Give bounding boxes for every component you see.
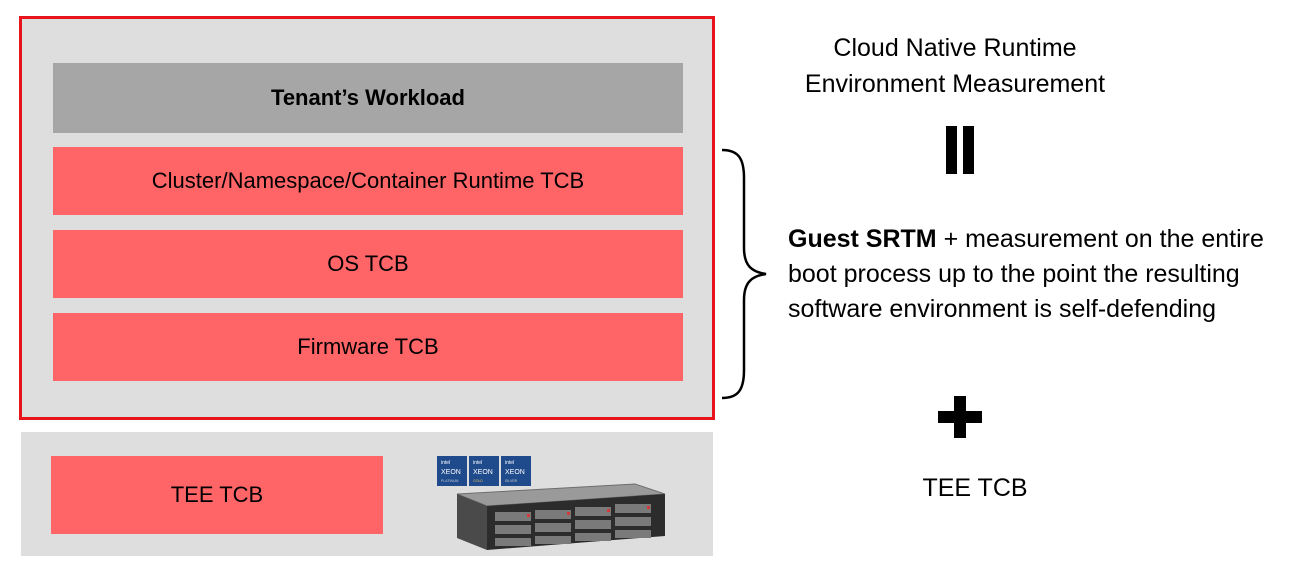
guest-srtm-description: Guest SRTM + measurement on the entire b… — [788, 222, 1288, 327]
svg-text:XEON: XEON — [473, 469, 493, 476]
xeon-badge-gold: intel XEON GOLD — [469, 456, 499, 486]
svg-text:intel: intel — [505, 460, 514, 466]
title-line-2: Environment Measurement — [804, 70, 1106, 98]
svg-text:intel: intel — [473, 460, 482, 466]
svg-text:PLATINUM: PLATINUM — [441, 479, 459, 483]
cluster-runtime-tcb-layer: Cluster/Namespace/Container Runtime TCB — [53, 147, 683, 215]
svg-text:XEON: XEON — [441, 469, 461, 476]
svg-text:GOLD: GOLD — [473, 479, 483, 483]
measurement-title: Cloud Native Runtime Environment Measure… — [770, 30, 1140, 102]
xeon-badge-platinum: intel XEON PLATINUM — [437, 456, 467, 486]
svg-text:intel: intel — [441, 460, 450, 466]
xeon-badge-silver: intel XEON SILVER — [501, 456, 531, 486]
title-line-1: Cloud Native Runtime — [833, 34, 1077, 62]
tenant-stack-frame: Tenant’s Workload Cluster/Namespace/Cont… — [19, 16, 715, 420]
svg-text:SILVER: SILVER — [505, 479, 518, 483]
tee-tcb-box: TEE TCB — [51, 456, 383, 534]
firmware-tcb-layer: Firmware TCB — [53, 313, 683, 381]
svg-text:XEON: XEON — [505, 469, 525, 476]
tenant-workload-layer: Tenant’s Workload — [53, 63, 683, 133]
brace-icon — [721, 148, 767, 400]
tee-frame: TEE TCB intel XEON PLATINUM intel XEON G… — [21, 432, 713, 556]
equals-icon — [944, 126, 976, 174]
srtm-bold-label: Guest SRTM — [788, 225, 937, 253]
plus-icon — [938, 396, 982, 438]
os-tcb-layer: OS TCB — [53, 230, 683, 298]
server-icon: intel XEON PLATINUM intel XEON GOLD inte… — [437, 456, 665, 550]
srtm-description-text: + measurement on the entire boot process… — [788, 225, 1264, 323]
tee-tcb-label: TEE TCB — [922, 474, 1028, 502]
